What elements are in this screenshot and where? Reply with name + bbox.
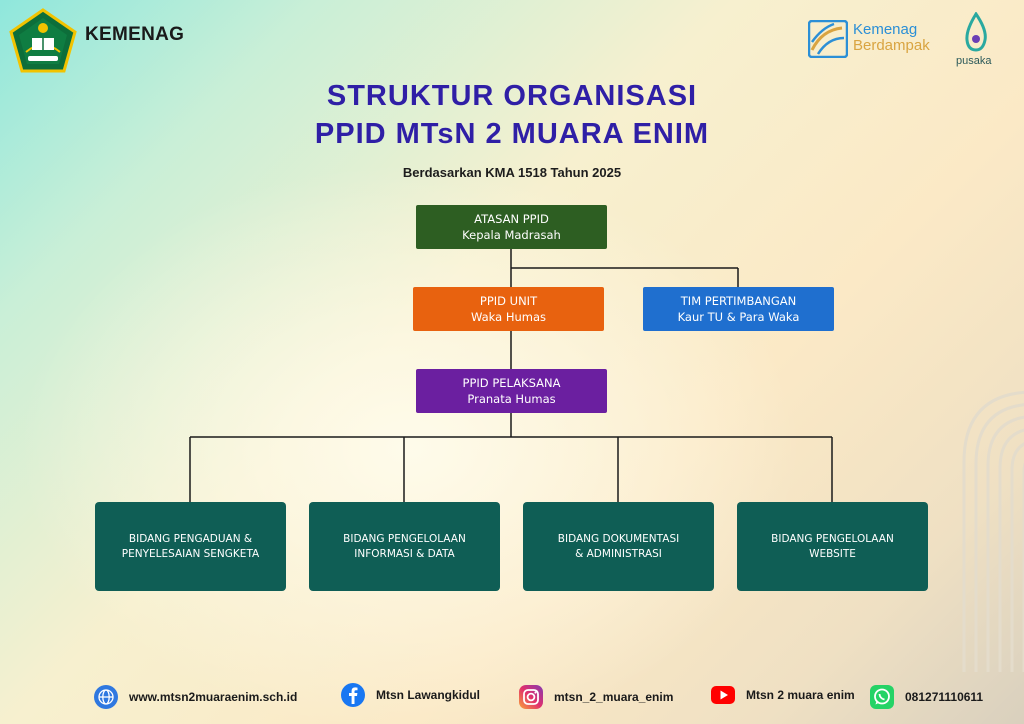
box-tim-pertimbangan: TIM PERTIMBANGAN Kaur TU & Para Waka: [643, 287, 834, 331]
unit-holder: Waka Humas: [470, 310, 547, 324]
decorative-arcs: [962, 390, 1024, 672]
pelaksana-role: PPID PELAKSANA: [462, 376, 561, 390]
bidang-2-line2: INFORMASI & DATA: [354, 547, 455, 560]
whatsapp-number[interactable]: 081271110611: [905, 690, 984, 704]
bidang-1-line1: BIDANG PENGADUAN &: [128, 532, 253, 545]
website-link[interactable]: www.mtsn2muaraenim.sch.id: [129, 690, 298, 704]
globe-icon: [94, 685, 118, 709]
page-title-line2: PPID MTsN 2 MUARA ENIM: [314, 118, 710, 150]
whatsapp-icon: [870, 685, 894, 709]
pusaka-drop-icon: [965, 12, 987, 52]
pertimbangan-role: TIM PERTIMBANGAN: [680, 294, 797, 308]
facebook-icon: [341, 683, 365, 707]
pertimbangan-holder: Kaur TU & Para Waka: [677, 310, 800, 324]
footer-youtube[interactable]: Mtsn 2 muara enim: [710, 681, 855, 709]
bidang-2-line1: BIDANG PENGELOLAAN: [343, 532, 466, 545]
box-bidang-informasi: BIDANG PENGELOLAAN INFORMASI & DATA: [309, 502, 500, 591]
footer-website[interactable]: www.mtsn2muaraenim.sch.id: [93, 683, 297, 711]
berdampak-line2: Berdampak: [853, 37, 930, 54]
bidang-4-line1: BIDANG PENGELOLAAN: [771, 532, 894, 545]
box-ppid-pelaksana: PPID PELAKSANA Pranata Humas: [416, 369, 607, 413]
unit-role: PPID UNIT: [479, 294, 538, 308]
page-title-line1: STRUKTUR ORGANISASI: [326, 80, 698, 112]
bidang-1-line2: PENYELESAIAN SENGKETA: [121, 547, 260, 560]
kemenag-emblem-icon: [9, 8, 77, 73]
bidang-3-line2: & ADMINISTRASI: [575, 547, 662, 560]
pusaka-label: pusaka: [956, 55, 992, 67]
berdampak-text: Kemenag Berdampak: [853, 22, 930, 54]
bidang-4-line2: WEBSITE: [809, 547, 856, 560]
berdampak-line1: Kemenag: [853, 21, 918, 38]
atasan-role: ATASAN PPID: [474, 212, 549, 226]
youtube-link[interactable]: Mtsn 2 muara enim: [746, 688, 855, 702]
box-ppid-unit: PPID UNIT Waka Humas: [413, 287, 604, 331]
atasan-holder: Kepala Madrasah: [462, 228, 561, 242]
bidang-3-line1: BIDANG DOKUMENTASI: [557, 532, 680, 545]
box-bidang-dokumentasi: BIDANG DOKUMENTASI & ADMINISTRASI: [523, 502, 714, 591]
footer-instagram[interactable]: mtsn_2_muara_enim: [518, 683, 673, 711]
footer-whatsapp[interactable]: 081271110611: [869, 683, 983, 711]
box-atasan-ppid: ATASAN PPID Kepala Madrasah: [416, 205, 607, 249]
footer-facebook[interactable]: Mtsn Lawangkidul: [340, 681, 480, 709]
berdampak-logo-icon: [808, 20, 848, 58]
brand-name: KEMENAG: [85, 24, 185, 45]
youtube-icon: [711, 686, 735, 704]
facebook-link[interactable]: Mtsn Lawangkidul: [376, 688, 481, 702]
instagram-icon: [519, 685, 543, 709]
box-bidang-website: BIDANG PENGELOLAAN WEBSITE: [737, 502, 928, 591]
instagram-link[interactable]: mtsn_2_muara_enim: [554, 690, 674, 704]
page-subtitle: Berdasarkan KMA 1518 Tahun 2025: [402, 165, 622, 180]
pelaksana-holder: Pranata Humas: [467, 392, 556, 406]
box-bidang-pengaduan: BIDANG PENGADUAN & PENYELESAIAN SENGKETA: [95, 502, 286, 591]
